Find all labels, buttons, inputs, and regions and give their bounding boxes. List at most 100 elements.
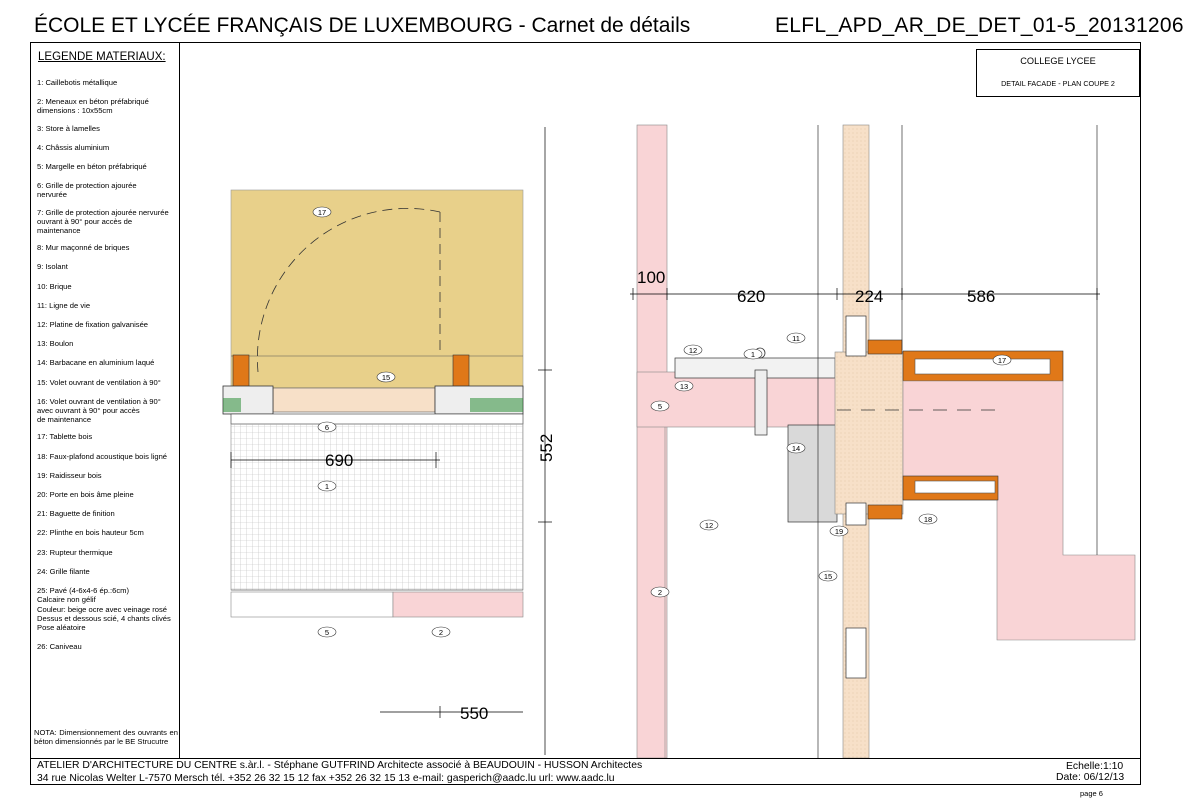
document-title: ÉCOLE ET LYCÉE FRANÇAIS DE LUXEMBOURG - … (34, 14, 691, 37)
legend-item: 21: Baguette de finition (37, 509, 115, 519)
wood-stiffener-left (232, 354, 250, 389)
legend-note: NOTA: Dimensionnement des ouvrants en bé… (34, 728, 178, 747)
legend-item: 9: Isolant (37, 262, 68, 272)
tag-2-section: 2 (650, 586, 670, 598)
legend-item: 25: Pavé (4-6x4-6 ép.:6cm) Calcaire non … (37, 586, 171, 632)
wood-stiffener-right (452, 354, 470, 389)
dimension-224: 224 (855, 287, 883, 306)
dimension-552: 552 (537, 434, 556, 462)
legend-item: 15: Volet ouvrant de ventilation à 90° (37, 377, 161, 387)
dimension-100: 100 (637, 268, 665, 287)
svg-text:12: 12 (705, 521, 713, 530)
svg-text:17: 17 (318, 208, 326, 217)
drawing-label-subtitle: DETAIL FACADE - PLAN COUPE 2 (1001, 79, 1115, 88)
legend-item: 7: Grille de protection ajourée nervurée… (37, 207, 169, 236)
svg-text:5: 5 (325, 628, 329, 637)
tag-17: 17 (312, 206, 332, 218)
scale-label: Echelle:1:10 (1066, 761, 1124, 772)
svg-text:13: 13 (680, 382, 688, 391)
tag-5-section: 5 (650, 400, 670, 412)
svg-text:2: 2 (658, 588, 662, 597)
svg-text:5: 5 (658, 402, 662, 411)
tag-12: 12 (683, 344, 703, 356)
legend-item: 3: Store à lamelles (37, 123, 100, 133)
legend-item: 4: Châssis aluminium (37, 142, 110, 152)
legend-item: 11: Ligne de vie (37, 300, 91, 310)
tag-15: 15 (376, 371, 396, 383)
svg-text:15: 15 (382, 373, 390, 382)
tag-14: 14 (786, 442, 806, 454)
tag-19: 19 (829, 525, 849, 537)
dimension-620: 620 (737, 287, 765, 306)
footer-contact: 34 rue Nicolas Welter L-7570 Mersch tél.… (37, 773, 615, 784)
legend-item: 1: Caillebotis métallique (37, 78, 118, 87)
legend-item: 16: Volet ouvrant de ventilation à 90° a… (37, 396, 161, 425)
legend-item: 17: Tablette bois (37, 432, 93, 442)
svg-text:2: 2 (439, 628, 443, 637)
dimension-690: 690 (325, 451, 353, 470)
drawing-label-box (976, 49, 1140, 97)
plan-view: 690 550 552 17 15 6 1 5 2 (222, 127, 556, 755)
dimension-550: 550 (460, 704, 488, 723)
window-frame-top (845, 315, 867, 357)
glazing-right (470, 398, 523, 412)
svg-text:6: 6 (325, 423, 329, 432)
door-swing-arc (257, 208, 441, 373)
tag-6: 6 (317, 421, 337, 433)
tag-1-section: 1 (743, 348, 763, 360)
protection-grille (230, 413, 524, 425)
slab-section (902, 380, 1136, 641)
legend-item: 20: Porte en bois âme pleine (37, 490, 134, 500)
footer-company: ATELIER D'ARCHITECTURE DU CENTRE s.àr.l.… (37, 760, 643, 771)
concrete-mullion-section (636, 124, 668, 759)
wood-sill-bottom (867, 504, 903, 520)
svg-text:1: 1 (325, 482, 329, 491)
glazing-left (223, 398, 241, 412)
tag-11: 11 (786, 332, 806, 344)
svg-text:19: 19 (835, 527, 843, 536)
legend-item: 6: Grille de protection ajourée nervurée (37, 181, 137, 200)
legend-panel (30, 42, 180, 758)
legend-item: 24: Grille filante (37, 566, 90, 576)
plan-insulation (272, 387, 436, 413)
svg-text:17: 17 (998, 356, 1006, 365)
legend-item: 2: Meneaux en béton préfabriqué dimensio… (37, 97, 149, 116)
concrete-mullion (392, 591, 524, 618)
fixing-plate (754, 369, 768, 436)
tag-5: 5 (317, 626, 337, 638)
legend-item: 18: Faux-plafond acoustique bois ligné (37, 451, 168, 461)
legend-item: 5: Margelle en béton préfabriqué (37, 162, 147, 172)
metal-grating (230, 423, 524, 591)
legend-item: 8: Mur maçonné de briques (37, 243, 130, 253)
svg-text:14: 14 (792, 444, 800, 453)
footer-band (30, 758, 1141, 785)
tag-17-section: 17 (992, 354, 1012, 366)
svg-text:12: 12 (689, 346, 697, 355)
drawing-label-title: COLLEGE LYCEE (1020, 56, 1096, 66)
svg-text:18: 18 (924, 515, 932, 524)
coping-section (636, 371, 838, 428)
tag-12-section: 12 (699, 519, 719, 531)
svg-text:1: 1 (751, 350, 755, 359)
legend-item: 10: Brique (37, 281, 72, 291)
legend-title: LEGENDE MATERIAUX: (38, 51, 166, 63)
sheet-frame (30, 42, 1141, 785)
legend-item: 14: Barbacane en aluminium laqué (37, 358, 155, 368)
svg-text:15: 15 (824, 572, 832, 581)
window-frame-bottom (845, 502, 867, 526)
document-code: ELFL_APD_AR_DE_DET_01-5_20131206 (775, 14, 1184, 37)
wood-shelf-area (230, 189, 524, 389)
wood-sill-top (867, 339, 903, 355)
svg-text:11: 11 (792, 334, 800, 343)
precast-coping (230, 591, 394, 618)
weep-hole-barbican (787, 424, 838, 523)
legend-item: 12: Platine de fixation galvanisée (37, 320, 149, 330)
legend-item: 26: Caniveau (37, 642, 82, 652)
tag-18: 18 (918, 513, 938, 525)
tag-13: 13 (674, 380, 694, 392)
section-view: 100 620 224 586 11 12 1 13 5 14 17 18 12… (630, 124, 1136, 759)
page-number: page 6 (1080, 789, 1103, 798)
tag-2: 2 (431, 626, 451, 638)
legend-list: 1: Caillebotis métallique 2: Meneaux en … (34, 78, 179, 651)
